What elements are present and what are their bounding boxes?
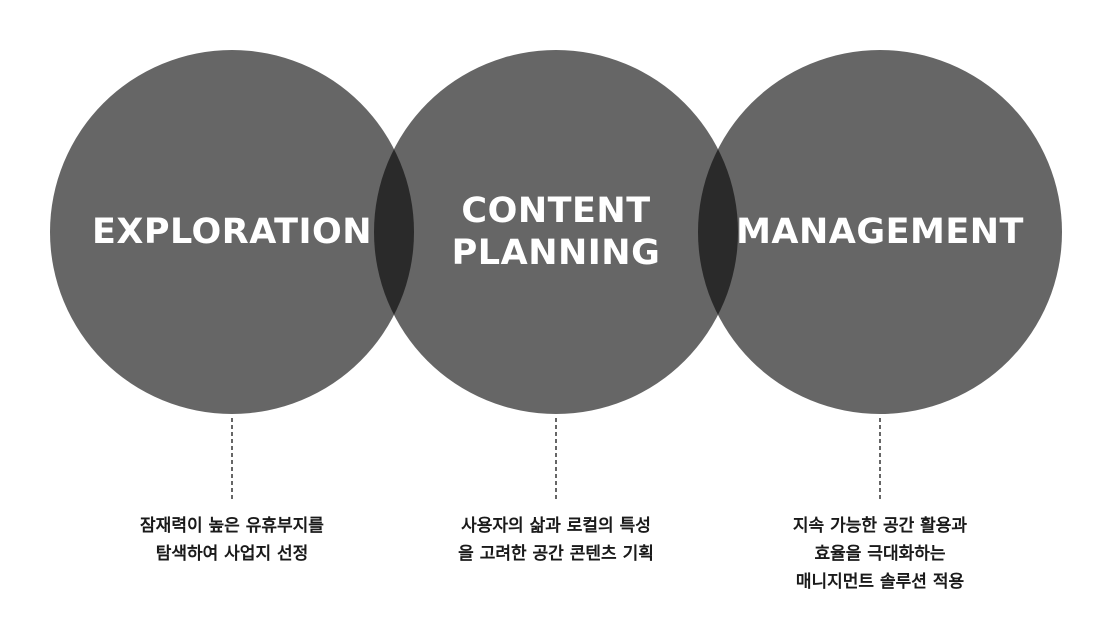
description-line: 탐색하여 사업지 선정: [155, 544, 309, 564]
description-line: 매니지먼트 솔루션 적용: [795, 572, 965, 592]
description-line: 잠재력이 높은 유휴부지를: [140, 516, 324, 536]
title-line: CONTENT: [461, 191, 651, 231]
circle-exploration: [50, 50, 414, 414]
description-content-planning: 사용자의 삶과 로컬의 특성 을 고려한 공간 콘텐츠 기획: [396, 512, 716, 568]
description-line: 효율을 극대화하는: [814, 544, 946, 564]
description-exploration: 잠재력이 높은 유휴부지를 탐색하여 사업지 선정: [72, 512, 392, 568]
circle-management: [698, 50, 1062, 414]
title-line: PLANNING: [451, 233, 661, 273]
title-content-planning: CONTENT PLANNING: [396, 190, 716, 274]
title-management: MANAGEMENT: [720, 211, 1040, 253]
title-exploration: EXPLORATION: [72, 211, 392, 253]
description-line: 지속 가능한 공간 활용과: [792, 516, 968, 536]
title-line: MANAGEMENT: [736, 212, 1024, 252]
description-line: 사용자의 삶과 로컬의 특성: [461, 516, 651, 536]
title-line: EXPLORATION: [91, 212, 373, 252]
description-line: 을 고려한 공간 콘텐츠 기획: [458, 544, 654, 564]
description-management: 지속 가능한 공간 활용과 효율을 극대화하는 매니지먼트 솔루션 적용: [720, 512, 1040, 596]
circle-content-planning: [374, 50, 738, 414]
